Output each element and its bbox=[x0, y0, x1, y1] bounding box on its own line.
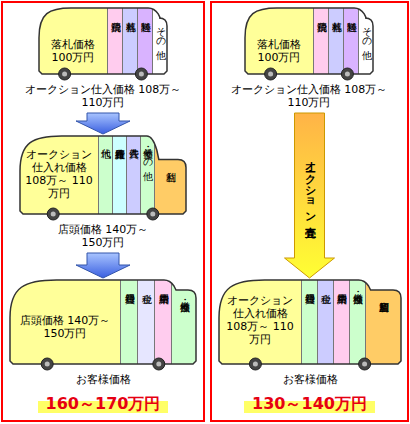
segment-text: 落札価格 100万円 bbox=[247, 38, 311, 64]
price-segment: 落札価格 100万円 bbox=[245, 8, 313, 74]
car-shape: オークション仕入価格 108万～110万円落札価格 100万円消費税落札料陸送料… bbox=[245, 8, 373, 111]
car-shape: お客様価格 オークション 仕入れ価格 108万～ 110万円登録費用税金納車費用整… bbox=[219, 280, 401, 388]
cost-strip: 整備・点検 bbox=[349, 280, 365, 364]
cost-strip: 登録費用 bbox=[301, 280, 317, 364]
car-shape: オークション仕入価格 108万～110万円落札価格 100万円消費税落札料陸送料… bbox=[39, 8, 167, 111]
segment-text: オークション 仕入れ価格 108万～ 110万円 bbox=[22, 148, 96, 200]
car-caption: オークション仕入価格 108万～110万円 bbox=[224, 83, 394, 109]
strip-text: 整備・その他 bbox=[142, 141, 154, 163]
cost-strip: 税金 bbox=[317, 280, 333, 364]
car-shape: お客様価格 店頭価格 140万～150万円登録費用税金納車費用整備・点検 bbox=[10, 280, 196, 388]
cost-strip: 落札料 bbox=[122, 8, 137, 74]
car-body-outline bbox=[245, 8, 373, 74]
price-caption: お客様価格 bbox=[250, 373, 370, 386]
price-caption: 店頭価格 140万～150万円 bbox=[53, 223, 153, 249]
cost-strip: 人件費 bbox=[126, 136, 140, 214]
cost-strip: 納車費用 bbox=[333, 280, 349, 364]
car-body-outline bbox=[20, 136, 186, 214]
total-price: 130～140万円 bbox=[211, 394, 408, 414]
cost-strip: 整備・その他 bbox=[140, 136, 154, 214]
cost-strip: 地代 bbox=[98, 136, 112, 214]
car-body-outline bbox=[10, 280, 196, 364]
cost-strip: 在庫維持費 bbox=[112, 136, 126, 214]
cost-strip: 落札料 bbox=[328, 8, 343, 74]
total-price: 160～170万円 bbox=[2, 394, 204, 414]
cost-strip: 納車費用 bbox=[154, 280, 171, 364]
cost-strip: 整備・点検 bbox=[171, 280, 196, 364]
price-segment: オークション 仕入れ価格 108万～ 110万円 bbox=[20, 136, 98, 214]
segment-text: オークション 仕入れ価格 108万～ 110万円 bbox=[221, 294, 299, 346]
right-panel bbox=[211, 2, 408, 421]
car-body-outline bbox=[39, 8, 167, 74]
price-caption: オークション仕入価格 108万～110万円 bbox=[224, 83, 394, 109]
car-caption: お客様価格 bbox=[250, 373, 370, 386]
cost-strip: 陸送料 bbox=[343, 8, 358, 74]
strip-text: その他 bbox=[154, 20, 166, 42]
price-segment: 落札価格 100万円 bbox=[39, 8, 107, 74]
price-segment: オークション 仕入れ価格 108万～ 110万円 bbox=[219, 280, 301, 364]
block-arrow bbox=[285, 113, 335, 278]
car-caption: オークション仕入価格 108万～110万円 bbox=[18, 83, 188, 109]
cost-strip: 陸送料 bbox=[137, 8, 152, 74]
cost-strip: 利益 bbox=[154, 136, 186, 214]
cost-strip: 税金 bbox=[137, 280, 154, 364]
total-price-text: 160～170万円 bbox=[38, 394, 169, 413]
cost-strip: その他 bbox=[152, 8, 167, 74]
segment-text: 店頭価格 140万～150万円 bbox=[12, 314, 118, 340]
car-body-outline bbox=[219, 280, 401, 364]
strip-text: その他 bbox=[360, 20, 372, 42]
total-price-text: 130～140万円 bbox=[244, 394, 375, 413]
cost-strip: 登録費用 bbox=[120, 280, 137, 364]
segment-text: 落札価格 100万円 bbox=[41, 38, 105, 64]
car-caption: 店頭価格 140万～150万円 bbox=[53, 223, 153, 249]
cost-strip: 消費税 bbox=[313, 8, 328, 74]
cost-strip: その他 bbox=[358, 8, 373, 74]
block-arrow bbox=[76, 253, 130, 278]
price-segment: 店頭価格 140万～150万円 bbox=[10, 280, 120, 364]
car-shape: 店頭価格 140万～150万円 オークション 仕入れ価格 108万～ 110万円地… bbox=[20, 136, 186, 251]
arrow-label: オークション直売 bbox=[302, 153, 317, 218]
price-caption: お客様価格 bbox=[43, 373, 163, 386]
block-arrow bbox=[76, 113, 130, 134]
left-panel bbox=[2, 2, 204, 421]
price-caption: オークション仕入価格 108万～110万円 bbox=[18, 83, 188, 109]
cost-strip: 加盟店利益 bbox=[365, 280, 401, 364]
cost-strip: 消費税 bbox=[107, 8, 122, 74]
car-caption: お客様価格 bbox=[43, 373, 163, 386]
